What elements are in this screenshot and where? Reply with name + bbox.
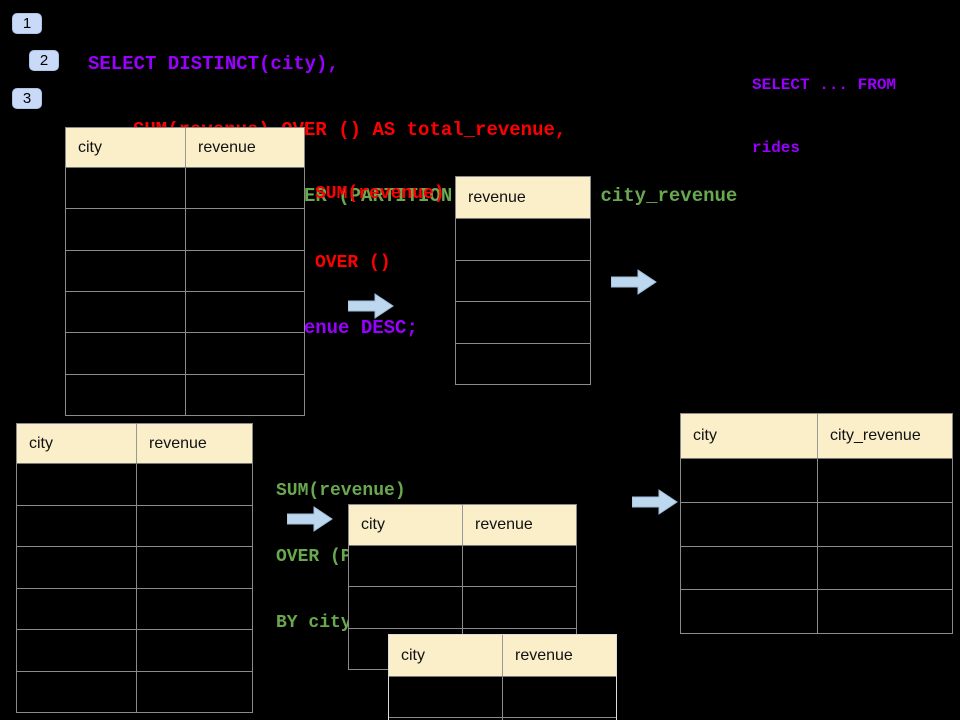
- table-row: [17, 671, 252, 712]
- table-row: [681, 590, 952, 633]
- right-arrow-icon: [611, 269, 657, 295]
- table-row: [681, 459, 952, 503]
- sql-line-select: SELECT DISTINCT(city),: [88, 53, 339, 75]
- column-header-revenue: revenue: [468, 188, 526, 206]
- table-source-bottom-header-row: city revenue: [17, 424, 252, 464]
- table-source-top-header-row: city revenue: [66, 128, 304, 168]
- table-row: [17, 505, 252, 547]
- step-badge-2: 2: [29, 50, 59, 71]
- column-header-city: city: [681, 414, 818, 458]
- side-note: SELECT ... FROM rides: [752, 33, 896, 201]
- table-row: [389, 718, 616, 720]
- table-row: [456, 302, 590, 344]
- right-arrow-icon: [632, 489, 678, 515]
- column-header-revenue: revenue: [515, 646, 573, 664]
- column-header-city: city: [66, 128, 186, 167]
- table-row: [456, 261, 590, 302]
- table-source-top: city revenue: [65, 127, 305, 416]
- annotation-total-revenue: SUM(revenue) OVER (): [315, 137, 445, 321]
- column-header-city: city: [349, 505, 463, 545]
- table-partition-group-header-row: city revenue: [349, 505, 576, 546]
- column-header-revenue: revenue: [149, 434, 207, 452]
- table-row: [66, 374, 304, 415]
- table-row: [456, 219, 590, 261]
- table-row: [456, 344, 590, 385]
- table-source-bottom-body: [17, 464, 252, 712]
- table-partition-group-2-header-row: city revenue: [389, 635, 616, 677]
- table-row: [681, 502, 952, 547]
- table-partition-group-2: city revenue: [388, 634, 617, 720]
- side-note-line-1: SELECT ... FROM: [752, 76, 897, 94]
- column-header-city: city: [389, 635, 503, 676]
- table-source-top-body: [66, 168, 304, 415]
- table-row: [349, 546, 576, 588]
- table-row: [17, 547, 252, 589]
- table-total-result: revenue: [455, 176, 591, 385]
- side-note-line-2: rides: [752, 139, 801, 157]
- column-header-revenue: revenue: [198, 138, 256, 156]
- table-row: [66, 250, 304, 292]
- table-partition-group-2-body: [389, 677, 616, 720]
- table-final-result-body: [681, 459, 952, 633]
- table-final-result-header-row: city city_revenue: [681, 414, 952, 459]
- column-header-city-revenue: city_revenue: [830, 427, 921, 444]
- right-arrow-icon: [348, 293, 394, 319]
- table-row: [66, 209, 304, 251]
- annotation-partition-line-1: SUM(revenue): [276, 481, 406, 501]
- table-source-bottom: city revenue: [16, 423, 253, 713]
- step-badge-1: 1: [12, 13, 42, 34]
- right-arrow-icon: [287, 506, 333, 532]
- table-row: [17, 588, 252, 630]
- column-header-city: city: [17, 424, 137, 463]
- table-row: [17, 630, 252, 672]
- column-header-revenue: revenue: [475, 516, 533, 533]
- table-row: [681, 546, 952, 591]
- table-final-result: city city_revenue: [680, 413, 953, 634]
- table-total-result-body: [456, 219, 590, 384]
- table-row: [66, 333, 304, 375]
- step-badge-3: 3: [12, 88, 42, 109]
- table-row: [66, 291, 304, 334]
- table-row: [17, 464, 252, 506]
- annotation-total-line-1: SUM(revenue): [315, 184, 445, 204]
- table-row: [389, 677, 616, 718]
- table-row: [66, 168, 304, 210]
- table-total-result-header-row: revenue: [456, 177, 590, 219]
- annotation-total-line-2: OVER (): [315, 253, 391, 273]
- table-row: [349, 587, 576, 629]
